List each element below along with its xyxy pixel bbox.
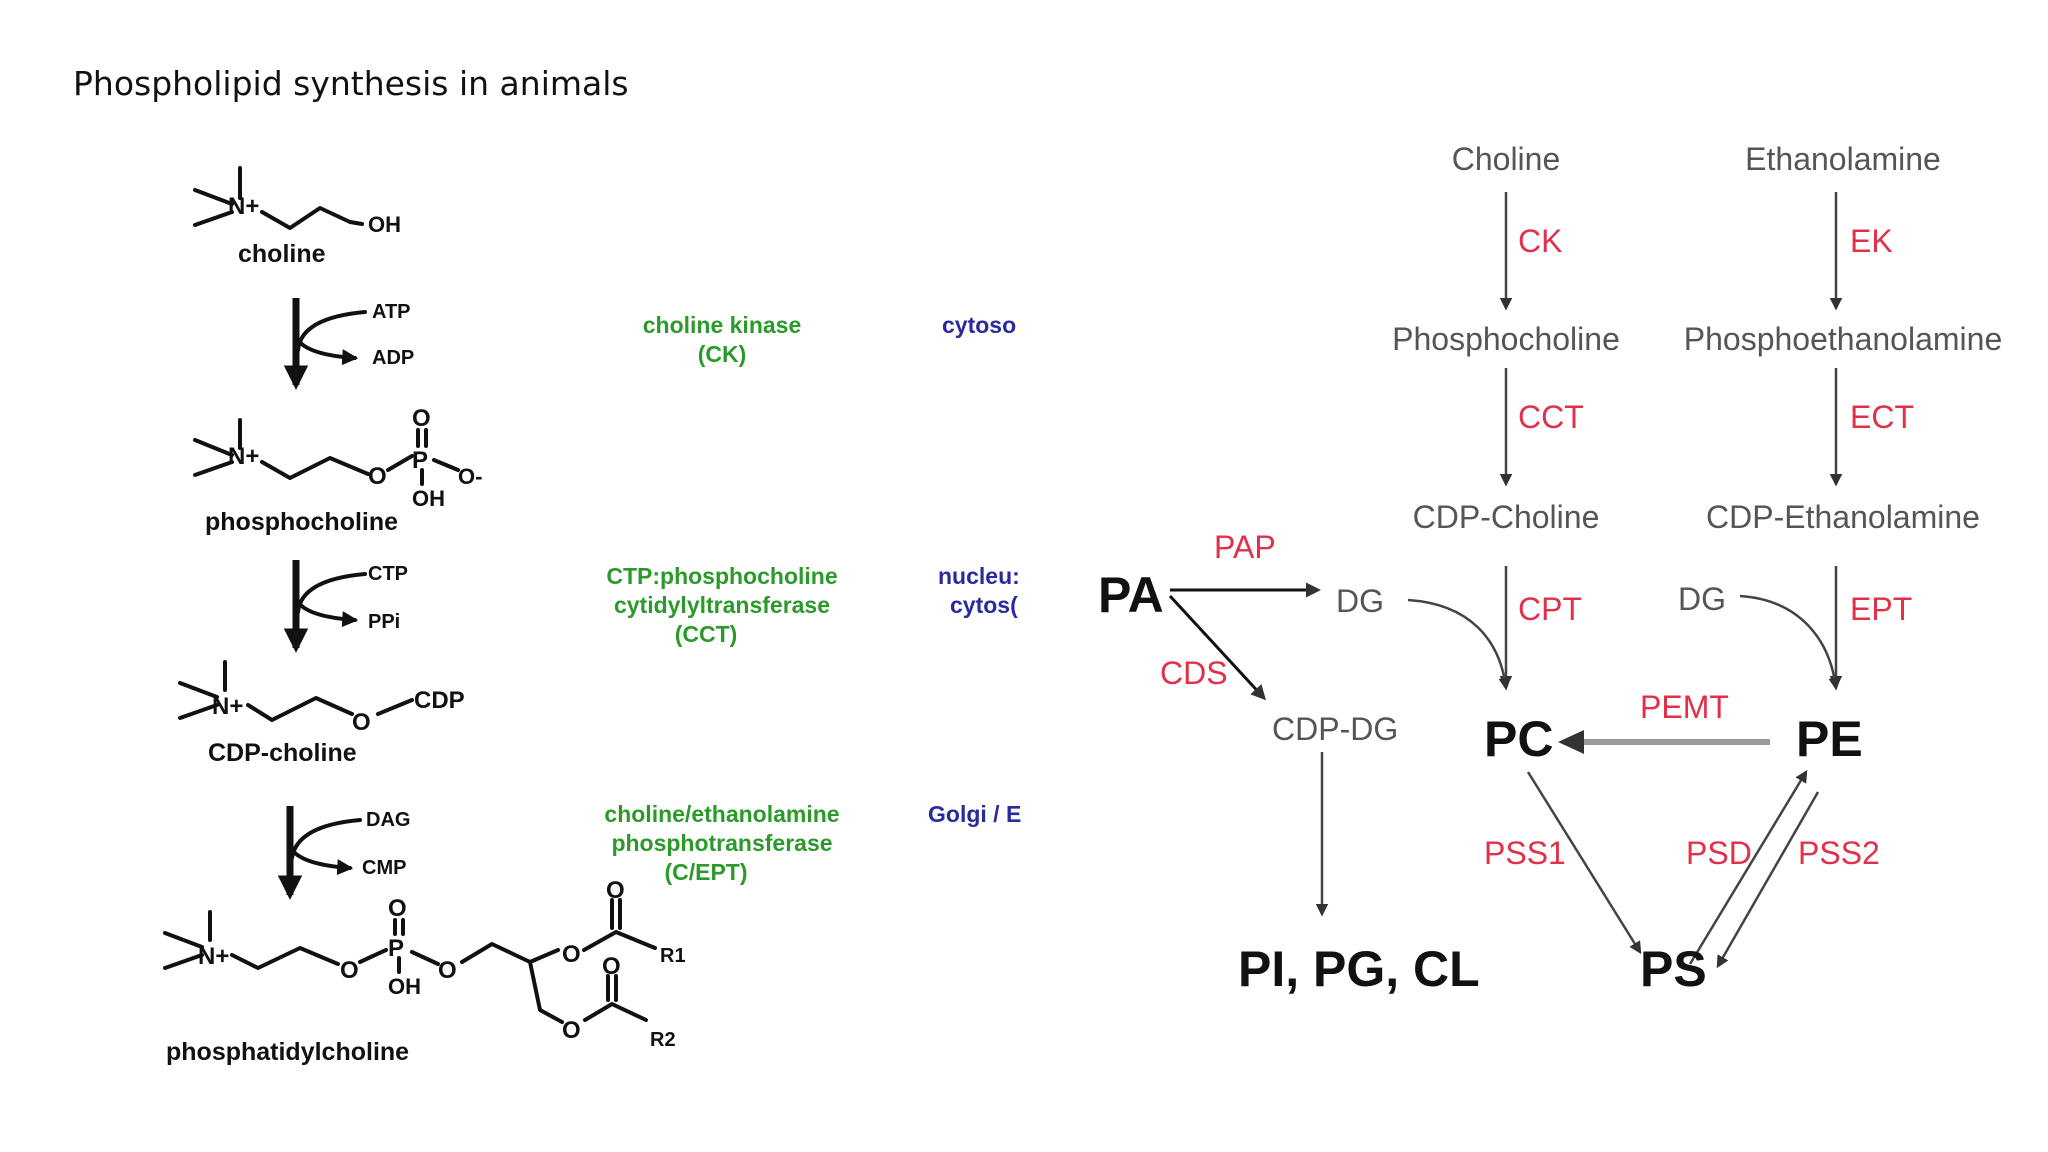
step2-arrow: CTP PPi [283, 560, 408, 653]
o-atom: O [352, 709, 371, 736]
step3-location: Golgi / E [928, 801, 1021, 827]
oh-atom: OH [388, 974, 421, 999]
o-atom: O [606, 877, 625, 904]
step3-enzyme-line2: phosphotransferase [611, 830, 832, 856]
node-dg-left: DG [1336, 583, 1384, 619]
choline-label: choline [238, 240, 326, 268]
step3-arrow: DAG CMP [277, 806, 410, 900]
step2-in: CTP [368, 563, 408, 585]
enzyme-ek: EK [1850, 223, 1893, 259]
step2-out: PPi [368, 611, 400, 633]
o-atom: O [368, 463, 387, 490]
node-phosphoethanolamine: Phosphoethanolamine [1684, 321, 2002, 357]
enzyme-pss1: PSS1 [1484, 835, 1566, 871]
node-choline: Choline [1452, 141, 1561, 177]
step2-enzyme-line1: CTP:phosphocholine [606, 563, 837, 589]
o-atom: O [562, 941, 581, 968]
step2-location-line2: cytos( [950, 592, 1018, 618]
phosphatidylcholine-structure: N+ O P O OH O O O R1 O O R2 [163, 877, 686, 1051]
node-cdp-dg: CDP-DG [1272, 711, 1398, 747]
node-ps: PS [1640, 941, 1707, 997]
step2-enzyme-line3: (CCT) [675, 621, 738, 647]
node-pe: PE [1796, 711, 1863, 767]
n-plus-atom: N+ [198, 943, 229, 970]
n-plus-atom: N+ [228, 443, 259, 470]
o-atom: O [562, 1017, 581, 1044]
enzyme-ect: ECT [1850, 399, 1914, 435]
enzyme-psd: PSD [1686, 835, 1752, 871]
step2-location-line1: nucleu: [938, 563, 1020, 589]
o-atom: O [438, 957, 457, 984]
node-pa: PA [1098, 567, 1164, 623]
enzyme-ept: EPT [1850, 591, 1912, 627]
enzyme-cpt: CPT [1518, 591, 1582, 627]
phosphatidylcholine-label: phosphatidylcholine [166, 1038, 409, 1066]
phosphocholine-label: phosphocholine [205, 508, 398, 536]
node-pi-pg-cl: PI, PG, CL [1238, 941, 1480, 997]
p-atom: P [412, 447, 428, 474]
step1-arrow: ATP ADP [283, 298, 414, 390]
cdp-group: CDP [414, 687, 465, 714]
p-atom: P [388, 935, 404, 962]
r1-group: R1 [660, 945, 686, 967]
step1-enzyme-line2: (CK) [698, 341, 747, 367]
step1-location: cytoso [942, 312, 1016, 338]
enzyme-cct: CCT [1518, 399, 1584, 435]
step3-enzyme-line1: choline/ethanolamine [604, 801, 839, 827]
enzyme-pemt: PEMT [1640, 689, 1729, 725]
step1-out: ADP [372, 347, 414, 369]
choline-structure: N+ OH [193, 166, 401, 237]
node-ethanolamine: Ethanolamine [1745, 141, 1941, 177]
o-atom: O [340, 957, 359, 984]
step3-in: DAG [366, 809, 410, 831]
oh-atom: OH [368, 212, 401, 237]
o-minus-atom: O- [458, 464, 482, 489]
n-plus-atom: N+ [228, 193, 259, 220]
o-atom: O [412, 405, 431, 432]
o-atom: O [388, 895, 407, 922]
step1-enzyme-line1: choline kinase [643, 312, 802, 338]
o-atom: O [602, 953, 621, 980]
node-cdp-choline: CDP-Choline [1413, 499, 1600, 535]
node-dg-right: DG [1678, 581, 1726, 617]
phosphocholine-structure: N+ O P O O- OH [193, 405, 482, 511]
step2-enzyme-line2: cytidylyltransferase [614, 592, 830, 618]
enzyme-pss2: PSS2 [1798, 835, 1880, 871]
r2-group: R2 [650, 1029, 676, 1051]
enzyme-cds: CDS [1160, 655, 1228, 691]
cdp-choline-label: CDP-choline [208, 739, 357, 767]
enzyme-ck: CK [1518, 223, 1562, 259]
right-pathway: Choline CK Phosphocholine CCT CDP-Cholin… [1098, 141, 2002, 997]
node-cdp-ethanolamine: CDP-Ethanolamine [1706, 499, 1980, 535]
step3-out: CMP [362, 857, 406, 879]
left-pathway: N+ OH choline ATP ADP choline kinase (CK… [163, 166, 1021, 1066]
cdp-choline-structure: N+ O CDP [178, 660, 465, 736]
step3-enzyme-line3: (C/EPT) [664, 859, 747, 885]
enzyme-pap: PAP [1214, 529, 1276, 565]
node-phosphocholine: Phosphocholine [1392, 321, 1620, 357]
node-pc: PC [1484, 711, 1553, 767]
n-plus-atom: N+ [212, 693, 243, 720]
slide-title: Phospholipid synthesis in animals [73, 64, 629, 103]
oh-atom: OH [412, 486, 445, 511]
step1-in: ATP [372, 301, 411, 323]
